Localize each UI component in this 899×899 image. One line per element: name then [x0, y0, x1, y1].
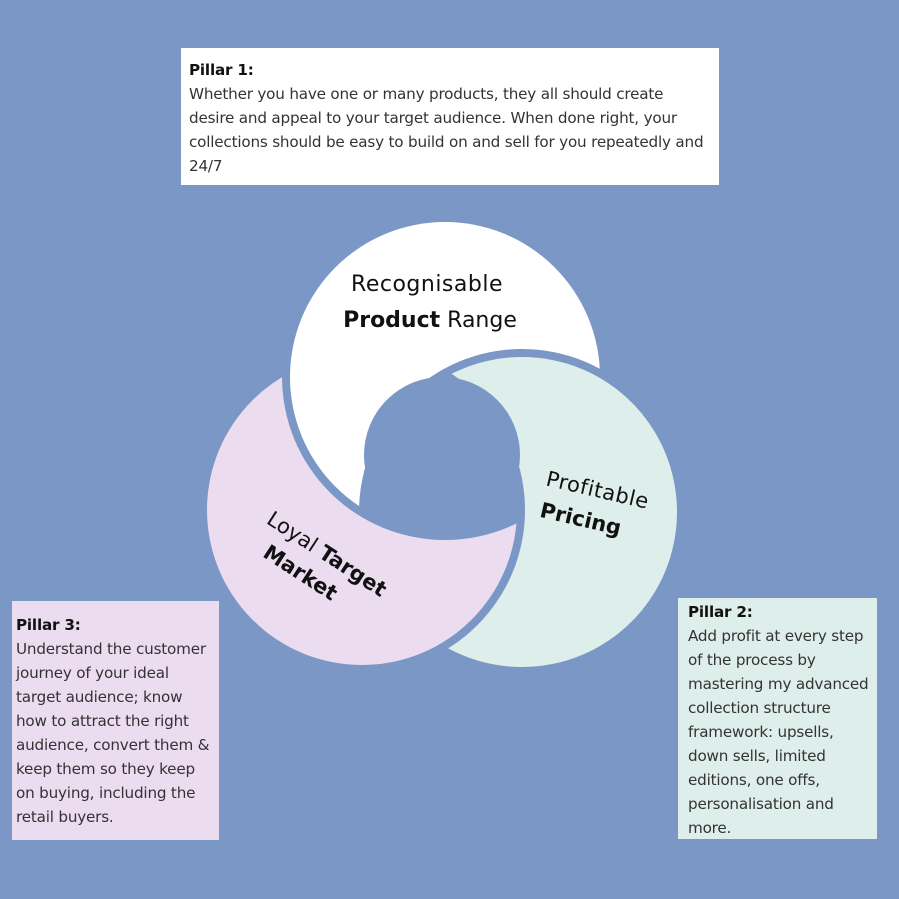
- pillar-1-card: Pillar 1: Whether you have one or many p…: [181, 48, 719, 185]
- pillar-1-body: Whether you have one or many products, t…: [189, 85, 704, 175]
- pillar-3-body: Understand the customer journey of your …: [16, 640, 210, 826]
- product-label-line1: Recognisable: [351, 272, 503, 297]
- pillar-1-title: Pillar 1:: [189, 61, 254, 79]
- product-label-bold: Product: [343, 308, 441, 333]
- pillar-3-card: Pillar 3: Understand the customer journe…: [12, 601, 219, 840]
- pillar-2-title: Pillar 2:: [688, 603, 753, 621]
- pillar-3-title: Pillar 3:: [16, 616, 81, 634]
- pillar-2-card: Pillar 2: Add profit at every step of th…: [678, 598, 877, 839]
- segment-market: [207, 355, 517, 665]
- product-label-rest: Range: [440, 308, 517, 333]
- pillar-2-body: Add profit at every step of the process …: [688, 627, 869, 837]
- product-label-line2: Product Range: [343, 308, 517, 333]
